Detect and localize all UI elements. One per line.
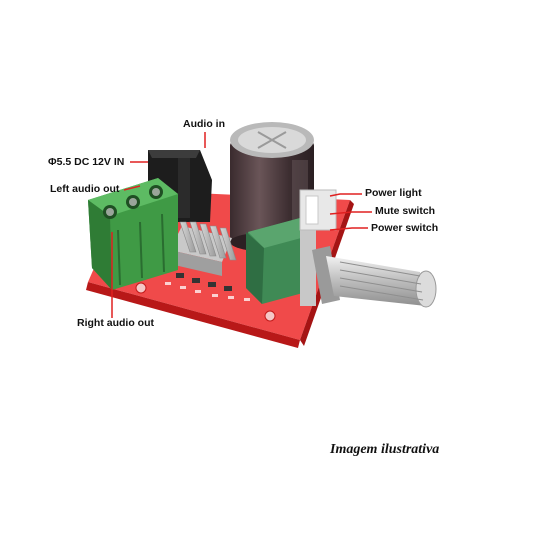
- caption: Imagem ilustrativa: [330, 442, 440, 457]
- leader-lines: [111, 132, 372, 318]
- potentiometer: [246, 218, 316, 306]
- left-out-leader: [123, 185, 141, 191]
- volume-knob: [312, 246, 437, 308]
- mute-switch-leader: [329, 211, 372, 215]
- power-light-leader: [329, 193, 362, 197]
- switch-block: [299, 189, 337, 231]
- label-audio-in: Audio in: [183, 118, 225, 130]
- label-power-light: Power light: [365, 187, 422, 199]
- label-right-audio-out: Right audio out: [77, 317, 154, 329]
- label-power-switch: Power switch: [371, 222, 439, 234]
- power-switch-leader: [329, 227, 368, 231]
- label-left-audio-out: Left audio out: [50, 183, 120, 195]
- label-mute-switch: Mute switch: [375, 205, 436, 217]
- terminal-screw-holes: [103, 185, 163, 219]
- screw-terminal-block: [88, 178, 178, 290]
- heat-sink: [170, 221, 237, 276]
- label-dc-in: Φ5.5 DC 12V IN: [48, 156, 125, 168]
